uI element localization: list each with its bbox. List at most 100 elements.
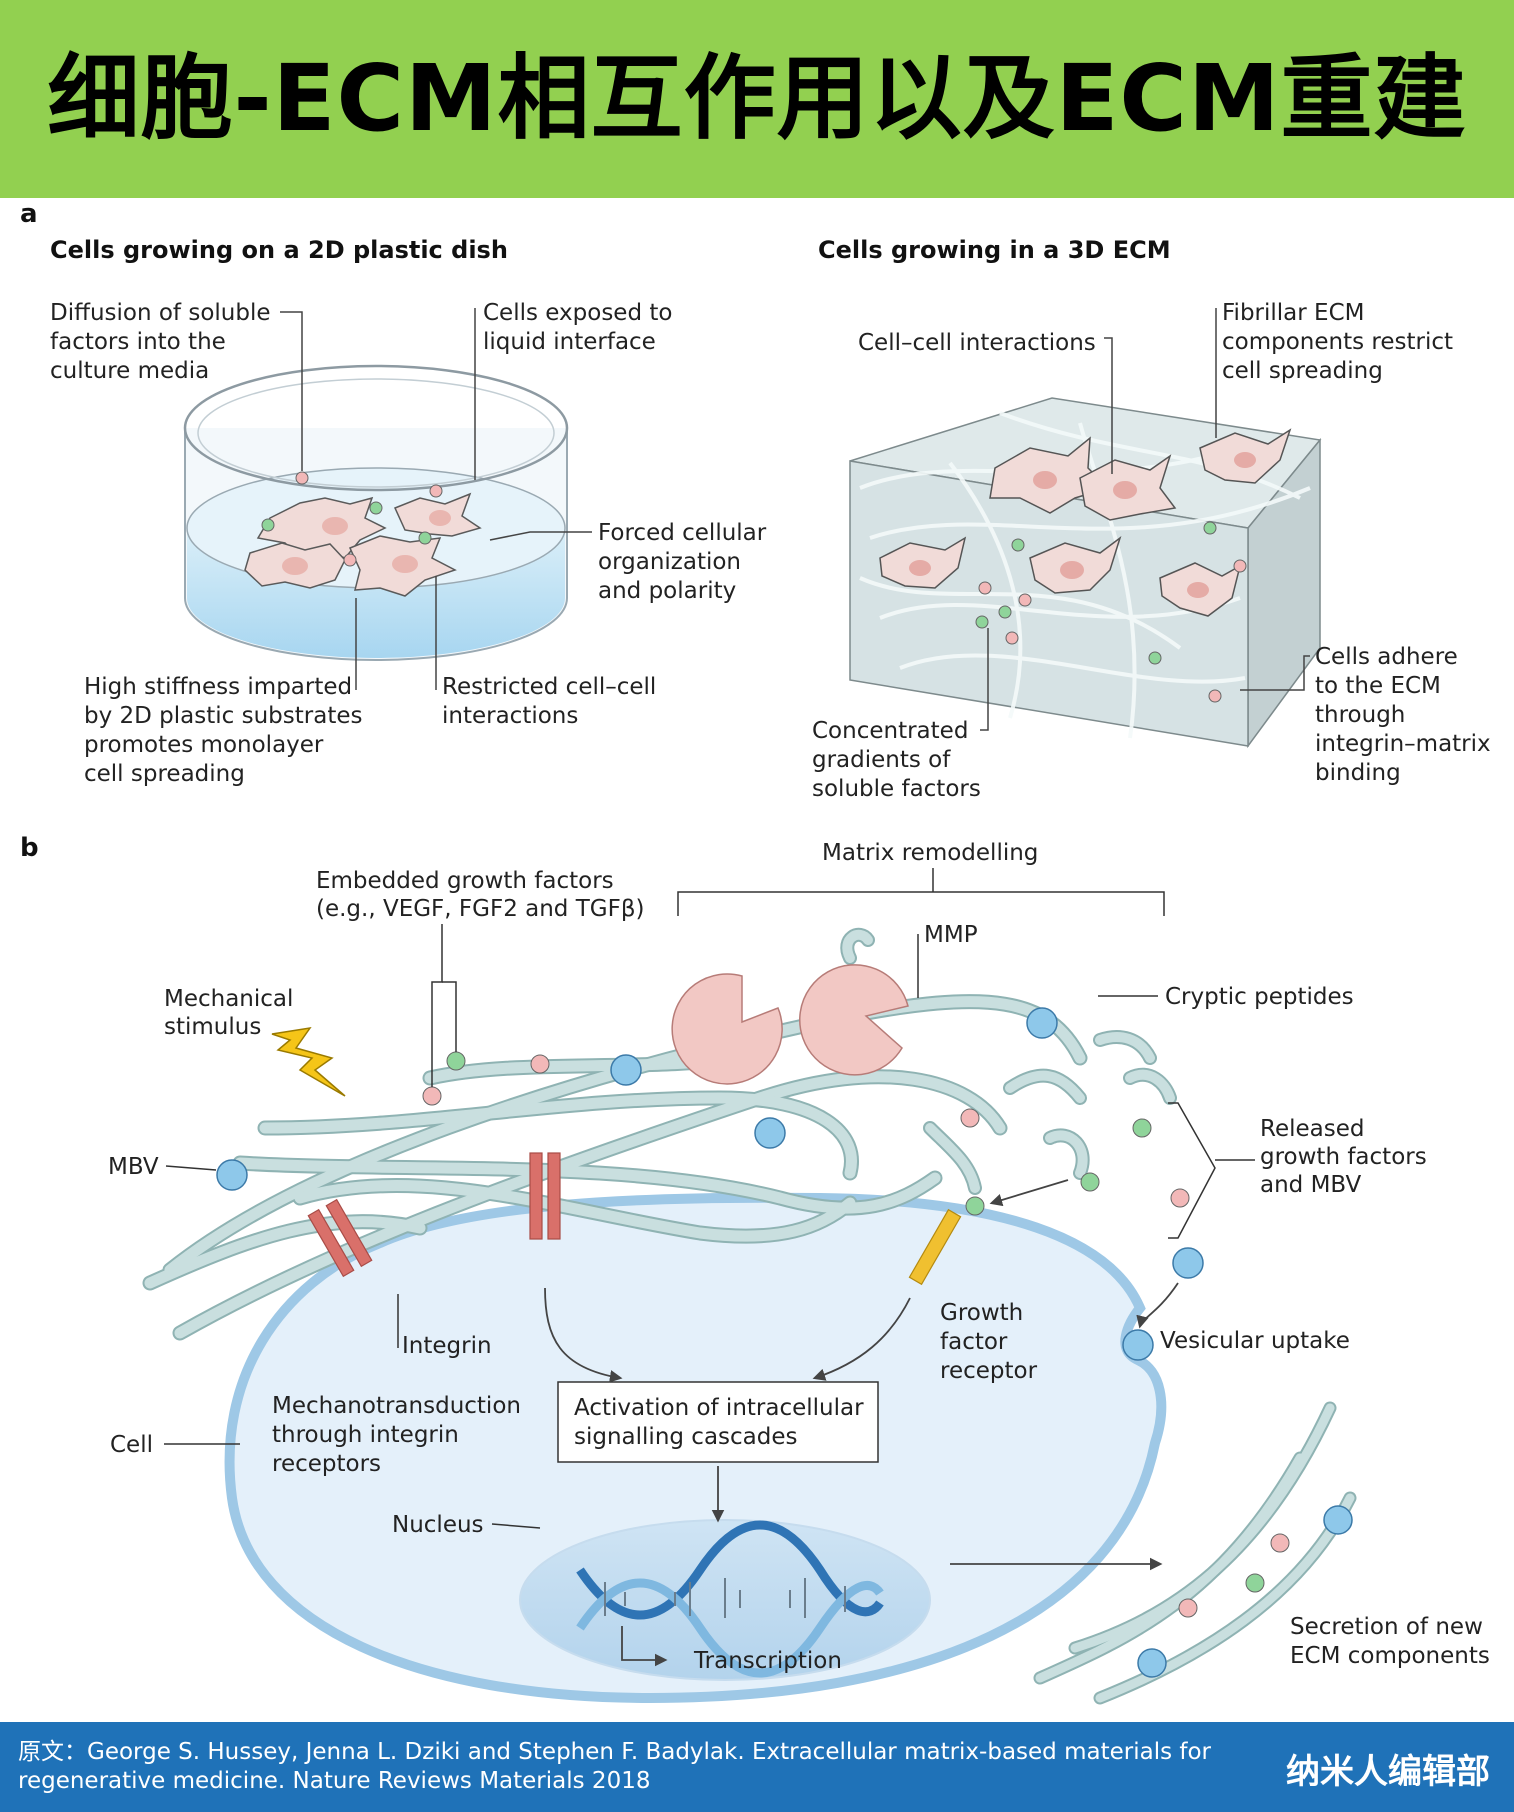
svg-text:Matrix remodelling: Matrix remodelling [822, 840, 1038, 866]
svg-text:liquid interface: liquid interface [483, 329, 656, 355]
label-cellcell: Cell–cell interactions [858, 330, 1096, 356]
label-mechano: Mechanotransduction through integrin rec… [272, 1393, 521, 1477]
svg-text:Growth: Growth [940, 1300, 1023, 1326]
leader-cellcell [1104, 337, 1113, 474]
svg-text:Restricted cell–cell: Restricted cell–cell [442, 674, 656, 700]
label-fibrillar: Fibrillar ECM components restrict cell s… [1222, 300, 1453, 384]
leader-gradients [980, 628, 989, 731]
leader-forced [489, 531, 592, 541]
bracket-released [1168, 1102, 1216, 1239]
svg-text:integrin–matrix: integrin–matrix [1315, 731, 1491, 757]
svg-text:receptor: receptor [940, 1358, 1038, 1384]
svg-text:to the ECM: to the ECM [1315, 673, 1441, 699]
svg-text:through integrin: through integrin [272, 1422, 459, 1448]
svg-text:Transcription: Transcription [693, 1648, 842, 1674]
title-banner: 细胞-ECM相互作用以及ECM重建 [0, 0, 1514, 198]
mechanical-stimulus-bolt [271, 1026, 346, 1097]
label-mbv: MBV [108, 1154, 159, 1180]
svg-text:Diffusion of soluble: Diffusion of soluble [50, 300, 271, 326]
label-activation: Activation of intracellular signalling c… [574, 1395, 864, 1450]
svg-text:stimulus: stimulus [164, 1014, 261, 1040]
label-gfr: Growth factor receptor [940, 1300, 1038, 1384]
label-stiffness: High stiffness imparted by 2D plastic su… [84, 674, 362, 787]
dna-helix [576, 1520, 884, 1678]
leader-adhere [1240, 655, 1310, 691]
svg-text:Cell–cell interactions: Cell–cell interactions [858, 330, 1096, 356]
label-mmp: MMP [924, 922, 978, 948]
svg-text:Integrin: Integrin [402, 1333, 492, 1359]
svg-text:interactions: interactions [442, 703, 578, 729]
citation-text: 原文：George S. Hussey, Jenna L. Dziki and … [18, 1739, 1212, 1794]
dish-factors [261, 471, 443, 567]
svg-text:factors into the: factors into the [50, 329, 226, 355]
panel-b-letter: b [20, 833, 39, 863]
integrin-receptors [307, 1152, 561, 1278]
figure: a Cells growing on a 2D plastic dish Cel… [0, 198, 1514, 1722]
secreted-factors [1178, 1533, 1290, 1618]
bracket-remodel [677, 891, 1165, 916]
svg-text:Fibrillar ECM: Fibrillar ECM [1222, 300, 1364, 326]
label-gradients: Concentrated gradients of soluble factor… [812, 718, 981, 802]
svg-text:Cryptic peptides: Cryptic peptides [1165, 984, 1354, 1010]
svg-text:Activation of intracellular: Activation of intracellular [574, 1395, 864, 1421]
activation-box [557, 1381, 879, 1463]
leader-diffusion [280, 311, 303, 471]
svg-text:soluble factors: soluble factors [812, 776, 981, 802]
secreted-ecm [1033, 1401, 1357, 1705]
matrix-fibers [142, 994, 1088, 1341]
svg-text:Mechanical: Mechanical [164, 986, 293, 1012]
svg-text:High stiffness imparted: High stiffness imparted [84, 674, 352, 700]
panel-a-left-title: Cells growing on a 2D plastic dish [50, 236, 508, 264]
dish-cell-nuclei [282, 510, 451, 575]
label-diffusion: Diffusion of soluble factors into the cu… [50, 300, 271, 384]
svg-text:gradients of: gradients of [812, 747, 951, 773]
label-cryptic: Cryptic peptides [1165, 984, 1354, 1010]
leader-mbv [165, 1165, 217, 1171]
svg-text:MMP: MMP [924, 922, 978, 948]
label-cell: Cell [110, 1432, 153, 1458]
label-secretion: Secretion of new ECM components [1290, 1614, 1490, 1669]
page-title: 细胞-ECM相互作用以及ECM重建 [47, 45, 1467, 152]
svg-text:(e.g., VEGF, FGF2 and TGFβ): (e.g., VEGF, FGF2 and TGFβ) [316, 896, 644, 922]
svg-text:binding: binding [1315, 760, 1401, 786]
label-integrin: Integrin [402, 1333, 492, 1359]
label-transcription: Transcription [693, 1648, 842, 1674]
ecm-factors-3d [975, 521, 1247, 703]
leader-embedded [431, 924, 443, 1087]
svg-text:MBV: MBV [108, 1154, 159, 1180]
svg-text:signalling cascades: signalling cascades [574, 1424, 798, 1450]
label-adhere: Cells adhere to the ECM through integrin… [1315, 644, 1491, 786]
svg-text:by 2D plastic substrates: by 2D plastic substrates [84, 703, 362, 729]
svg-text:cell spreading: cell spreading [84, 761, 245, 787]
svg-text:Mechanotransduction: Mechanotransduction [272, 1393, 521, 1419]
svg-text:factor: factor [940, 1329, 1008, 1355]
svg-text:Cell: Cell [110, 1432, 153, 1458]
svg-text:Released: Released [1260, 1116, 1364, 1142]
flow-arrows [544, 1179, 1179, 1571]
label-nucleus: Nucleus [392, 1512, 484, 1538]
svg-text:receptors: receptors [272, 1451, 381, 1477]
ecm-cell-nuclei-3d [909, 452, 1256, 598]
svg-text:Cells adhere: Cells adhere [1315, 644, 1458, 670]
panel-a-right-title: Cells growing in a 3D ECM [818, 236, 1171, 264]
svg-text:Secretion of new: Secretion of new [1290, 1614, 1483, 1640]
mmp-enzyme-2 [799, 964, 909, 1076]
label-forced: Forced cellular organization and polarit… [598, 520, 767, 604]
svg-text:Concentrated: Concentrated [812, 718, 968, 744]
diagram-canvas: a Cells growing on a 2D plastic dish Cel… [20, 199, 1491, 1705]
secreted-vesicles [1137, 1505, 1353, 1678]
transcription-arrow [621, 1626, 668, 1667]
label-exposed: Cells exposed to liquid interface [483, 300, 672, 355]
svg-text:Nucleus: Nucleus [392, 1512, 484, 1538]
svg-text:Cells exposed to: Cells exposed to [483, 300, 672, 326]
label-remodel: Matrix remodelling [822, 840, 1038, 866]
svg-text:components restrict: components restrict [1222, 329, 1453, 355]
ecm-fibers-3d [859, 411, 1311, 739]
label-vesicular: Vesicular uptake [1160, 1328, 1350, 1354]
growth-factor-receptor [908, 1208, 962, 1286]
svg-text:Embedded growth factors: Embedded growth factors [316, 868, 614, 894]
svg-text:ECM components: ECM components [1290, 1643, 1490, 1669]
citation-footer: 原文：George S. Hussey, Jenna L. Dziki and … [0, 1722, 1514, 1812]
leader-nucleus [491, 1523, 541, 1529]
leader-embedded-2 [442, 981, 457, 1052]
